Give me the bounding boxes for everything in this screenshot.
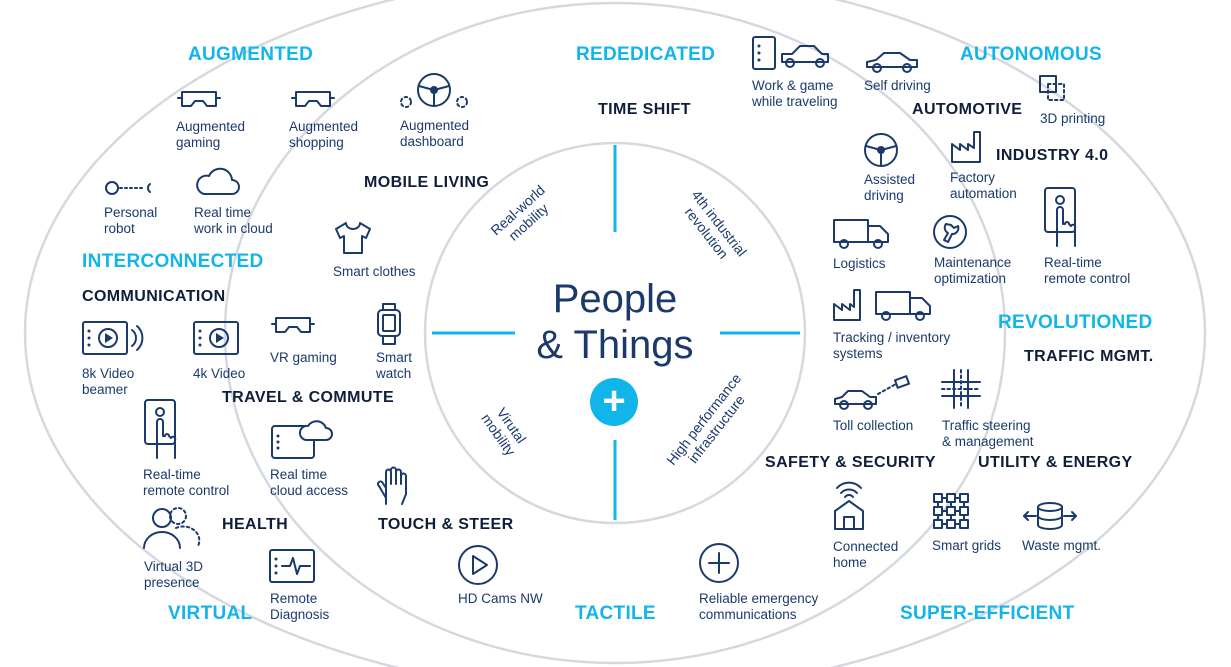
center-title: People & Things [536,277,694,367]
hand-gesture-icon [377,462,408,506]
item-waste-mgmt: Waste mgmt. [1022,538,1102,553]
item-remote-control-left: Real-time remote control [143,467,230,498]
subcategory-travel: TRAVEL & COMMUTE [222,389,395,406]
subcategory-health: HEALTH [222,516,289,533]
home-wifi-icon [832,481,866,531]
item-remote-control-right: Real-time remote control [1044,255,1131,286]
grid-network-icon [932,492,970,530]
video-screen-icon [192,320,240,358]
category-super-efficient: SUPER-EFFICIENT [900,603,1075,624]
middle-ring [223,1,1007,665]
item-remote-diagnosis: Remote Diagnosis [270,591,330,622]
item-toll-collection: Toll collection [833,418,914,433]
item-4k-video: 4k Video [193,366,246,381]
item-smart-clothes: Smart clothes [333,264,416,279]
item-virtual-3d-presence: Virtual 3D presence [144,559,204,590]
item-3d-printing: 3D printing [1040,111,1106,126]
center-plus-icon: + [590,378,638,426]
item-vr-gaming: VR gaming [270,350,337,365]
plus-circle-icon [698,542,742,586]
subcategory-mobile-living: MOBILE LIVING [364,174,490,191]
hand-remote-icon [143,398,179,460]
tablet-cloud-icon [270,418,336,462]
shirt-icon [333,220,373,256]
subcategory-touch: TOUCH & STEER [378,516,514,533]
watch-icon [376,302,402,346]
item-tracking-inventory: Tracking / inventory systems [833,330,951,361]
category-autonomous: AUTONOMOUS [960,44,1102,65]
category-rededicated: REDEDICATED [576,44,716,65]
subcategory-safety: SAFETY & SECURITY [765,454,936,471]
toll-camera-icon [832,374,912,410]
item-8k-video-beamer: 8k Video beamer [82,366,135,397]
steering-wheel-icon [863,132,899,168]
factory-icon [950,128,984,164]
item-factory-automation: Factory automation [950,170,1017,201]
item-self-driving: Self driving [864,78,931,93]
category-interconnected: INTERCONNECTED [82,251,264,272]
subcategory-traffic: TRAFFIC MGMT. [1024,348,1154,365]
cloud-icon [194,166,240,198]
play-circle-icon [456,543,500,587]
item-smart-watch: Smart watch [376,350,413,381]
subcategory-time-shift: TIME SHIFT [598,101,691,118]
hand-remote-icon [1043,186,1079,248]
item-augmented-dashboard: Augmented dashboard [400,118,470,149]
category-revolutioned: REVOLUTIONED [998,312,1153,333]
item-connected-home: Connected home [833,539,899,570]
item-logistics: Logistics [833,256,886,271]
heartbeat-monitor-icon [268,548,316,584]
vr-headset-icon [270,314,316,338]
inner-circle [423,141,807,525]
item-personal-robot: Personal robot [104,205,158,236]
subcategory-utility: UTILITY & ENERGY [978,454,1133,471]
item-maintenance-optimization: Maintenance optimization [934,255,1012,286]
subcategory-automotive: AUTOMOTIVE [912,101,1023,118]
item-traffic-steering: Traffic steering & management [942,418,1034,449]
item-smart-grids: Smart grids [932,538,1002,553]
waste-barrel-icon [1022,500,1078,532]
robot-icon [104,180,154,196]
subcategory-industry: INDUSTRY 4.0 [996,147,1109,164]
item-assisted-driving: Assisted driving [864,172,916,203]
item-augmented-gaming: Augmented gaming [176,119,246,150]
video-beamer-icon [81,320,147,358]
vr-headset-icon [290,88,336,112]
subcategory-communication: COMMUNICATION [82,288,226,305]
item-hd-cams-nw: HD Cams NW [458,591,543,606]
person-presence-icon [142,506,202,550]
wrench-icon [932,214,968,250]
item-emergency-communications: Reliable emergency communications [699,591,819,622]
vr-headset-icon [176,88,222,112]
car-screen-icon [752,36,832,72]
category-virtual: VIRTUAL [168,603,253,624]
intersection-icon [940,368,982,410]
truck-icon [832,218,892,250]
3d-print-icon [1038,74,1068,104]
item-augmented-shopping: Augmented shopping [289,119,359,150]
steering-wheel-icon [400,72,470,112]
outer-ring [23,0,1207,667]
category-tactile: TACTILE [575,603,656,624]
item-real-time-cloud-access: Real time cloud access [270,467,349,498]
factory-truck-icon [832,286,936,326]
category-augmented: AUGMENTED [188,44,314,65]
car-icon [864,50,920,74]
item-work-in-cloud: Real time work in cloud [194,205,273,236]
item-work-game-traveling: Work & game while traveling [752,78,838,109]
